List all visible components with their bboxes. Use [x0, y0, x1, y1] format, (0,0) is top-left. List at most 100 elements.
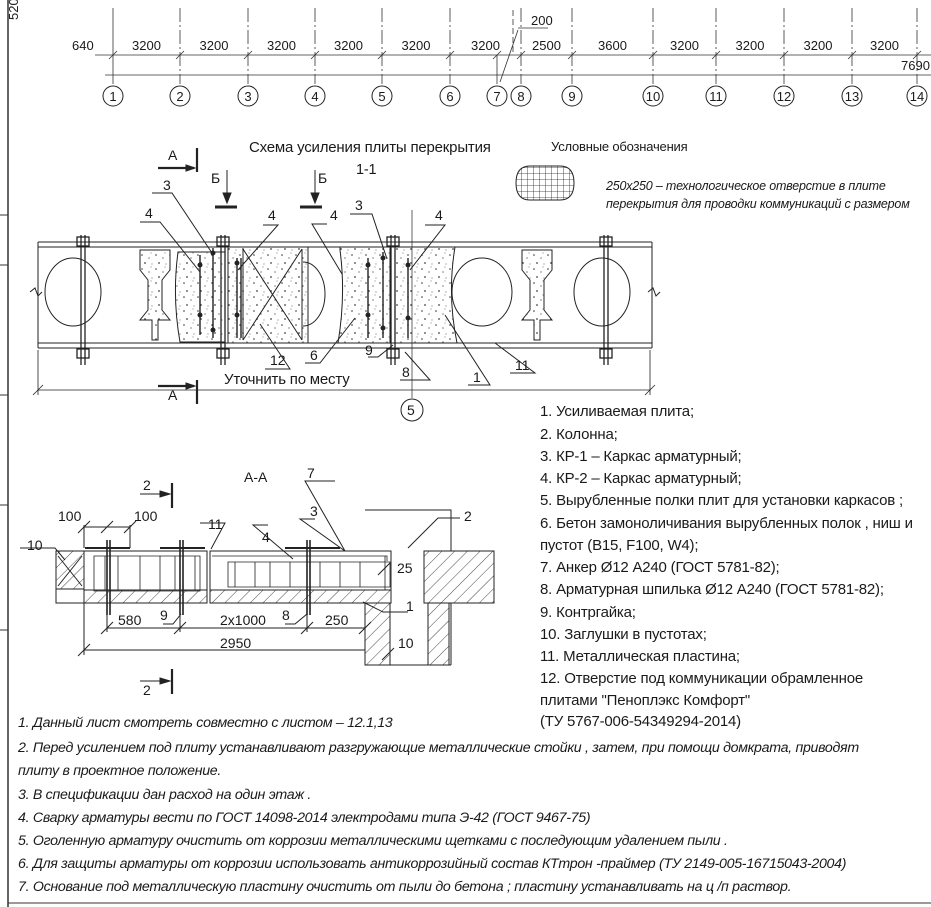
- span-dim: 3200: [334, 38, 363, 53]
- svg-text:Б: Б: [211, 170, 220, 186]
- general-note: 2. Перед усилением под плиту устанавлива…: [18, 740, 859, 756]
- svg-text:2: 2: [143, 682, 151, 698]
- axis-bubble-3: 3: [237, 85, 259, 107]
- svg-text:4: 4: [262, 529, 270, 545]
- svg-text:2x1000: 2x1000: [220, 612, 266, 628]
- section-number: 1-1: [356, 162, 377, 178]
- svg-text:Б: Б: [318, 170, 327, 186]
- legend-item: 7. Анкер Ø12 А240 (ГОСТ 5781-82);: [540, 559, 780, 576]
- svg-text:6: 6: [310, 347, 318, 363]
- svg-text:8: 8: [282, 607, 290, 623]
- axis-grid: [95, 8, 931, 84]
- svg-text:3: 3: [163, 177, 171, 193]
- span-dim: 2500: [532, 38, 561, 53]
- svg-text:9: 9: [160, 607, 168, 623]
- axis-bubble-13: 13: [841, 85, 863, 107]
- svg-text:4: 4: [435, 207, 443, 223]
- legend-item: 2. Колонна;: [540, 426, 618, 443]
- axis-bubble-8: 8: [510, 85, 532, 107]
- general-note: 3. В спецификации дан расход на один эта…: [18, 787, 312, 803]
- svg-text:1: 1: [406, 598, 414, 614]
- svg-text:9: 9: [365, 342, 373, 358]
- svg-text:13: 13: [845, 89, 859, 104]
- legend-item: 11. Металлическая пластина;: [540, 648, 740, 665]
- svg-text:12: 12: [777, 89, 791, 104]
- svg-text:1: 1: [109, 89, 116, 104]
- svg-text:12: 12: [270, 352, 286, 368]
- legend-item: пустот (B15, F100, W4);: [540, 537, 699, 554]
- span-dim: 3200: [402, 38, 431, 53]
- svg-text:7: 7: [307, 465, 315, 481]
- field-verify-note: Уточнить по месту: [224, 371, 350, 388]
- svg-text:2: 2: [143, 477, 151, 493]
- opening-hatch-symbol: [515, 165, 575, 201]
- legend-item: плитами "Пеноплэкс Комфорт": [540, 692, 751, 709]
- span-dim: 3200: [736, 38, 765, 53]
- svg-text:11: 11: [709, 89, 723, 104]
- svg-text:А: А: [168, 147, 178, 163]
- axis-bubble-14: 14: [906, 85, 928, 107]
- axis-bubble-2: 2: [169, 85, 191, 107]
- svg-text:11: 11: [208, 516, 223, 532]
- legend-text-2: перекрытия для проводки коммуникаций с р…: [606, 197, 910, 211]
- legend-item: 8. Арматурная шпилька Ø12 А240 (ГОСТ 578…: [540, 581, 884, 598]
- general-note: 4. Сварку арматуры вести по ГОСТ 14098-2…: [18, 810, 591, 826]
- axis-bubble-5: 5: [371, 85, 393, 107]
- svg-text:7: 7: [493, 89, 500, 104]
- svg-text:3: 3: [310, 503, 318, 519]
- dim-640: 640: [72, 38, 94, 53]
- legend-item: 12. Отверстие под коммуникации обрамленн…: [540, 670, 864, 687]
- legend-item: 4. КР-2 – Каркас арматурный;: [540, 470, 742, 487]
- svg-text:580: 580: [118, 612, 142, 628]
- axis-bubble-9: 9: [561, 85, 583, 107]
- svg-text:25: 25: [397, 560, 413, 576]
- span-dim: 3600: [598, 38, 627, 53]
- axis-bubble-12: 12: [773, 85, 795, 107]
- legend-item: 6. Бетон замоноличивания вырубленных пол…: [540, 515, 913, 532]
- span-dim: 3200: [670, 38, 699, 53]
- dim-520: 520: [6, 0, 21, 20]
- legend-item: 1. Усиливаемая плита;: [540, 403, 694, 420]
- span-dim: 3200: [804, 38, 833, 53]
- axis-bubble-7: 7: [486, 85, 508, 107]
- legend-item: 9. Контргайка;: [540, 604, 636, 621]
- general-note: плиту в проектное положение.: [18, 763, 222, 779]
- general-note: 7. Основание под металлическую пластину …: [18, 879, 792, 895]
- svg-text:А: А: [168, 387, 178, 403]
- svg-text:100: 100: [58, 508, 82, 524]
- svg-text:5: 5: [407, 402, 415, 418]
- svg-text:2: 2: [464, 508, 472, 524]
- svg-text:5: 5: [378, 89, 385, 104]
- svg-text:10: 10: [398, 635, 414, 651]
- general-note: 1. Данный лист смотреть совместно с лист…: [18, 715, 393, 731]
- legend-text-1: 250x250 – технологическое отверстие в пл…: [606, 179, 886, 193]
- span-dimensions: 3200 3200 3200 3200 3200 3200 2500 3600 3200 3200…: [132, 38, 899, 53]
- threaded-studs: [76, 235, 613, 365]
- span-dim: 3200: [870, 38, 899, 53]
- svg-text:9: 9: [568, 89, 575, 104]
- svg-text:4: 4: [311, 89, 318, 104]
- svg-text:10: 10: [646, 89, 660, 104]
- general-note: 6. Для защиты арматуры от коррозии испол…: [18, 856, 847, 872]
- legend-item: 5. Вырубленные полки плит для установки …: [540, 492, 903, 509]
- section-1-1-slab: [29, 148, 661, 422]
- svg-text:10: 10: [27, 537, 43, 553]
- svg-text:8: 8: [402, 364, 410, 380]
- svg-text:4: 4: [145, 205, 153, 221]
- svg-text:100: 100: [134, 508, 158, 524]
- span-dim: 3200: [200, 38, 229, 53]
- axis-bubble-1: 1: [102, 85, 124, 107]
- svg-text:2: 2: [176, 89, 183, 104]
- legend-item: 10. Заглушки в пустотах;: [540, 626, 707, 643]
- span-dim: 3200: [267, 38, 296, 53]
- svg-text:250: 250: [325, 612, 349, 628]
- legend-item: 3. КР-1 – Каркас арматурный;: [540, 448, 742, 465]
- section-1-1-labels: А А Б Б 5 3 4 4 4 3 4 12 6 9 8 1 11: [145, 147, 530, 418]
- dim-200: 200: [531, 13, 553, 28]
- axis-bubble-6: 6: [439, 85, 461, 107]
- section-a-a-labels: А-А 2 2 7 3 11 4 10 2 1 9 8 100 100 25 5…: [27, 465, 472, 698]
- svg-text:2950: 2950: [220, 635, 251, 651]
